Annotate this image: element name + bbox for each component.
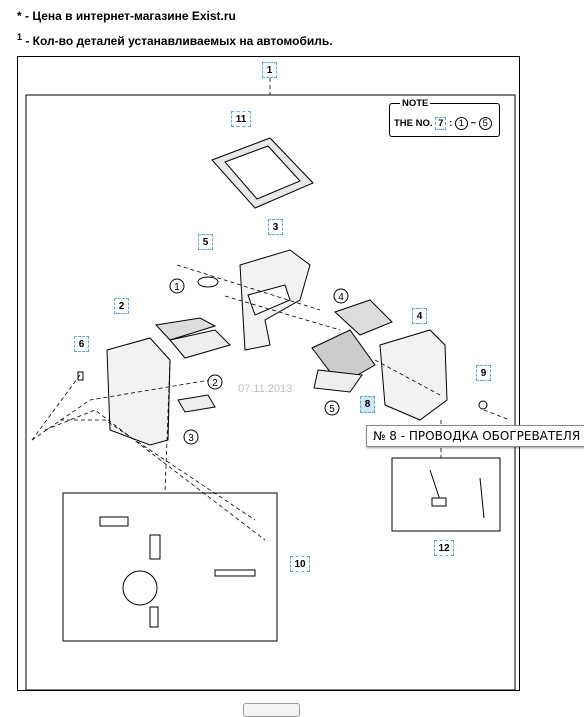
legend-price-note: * - Цена в интернет-магазине Exist.ru xyxy=(17,9,236,23)
callout-part-6[interactable]: 6 xyxy=(74,336,89,352)
bottom-button[interactable] xyxy=(243,703,300,717)
note-title: NOTE xyxy=(400,98,431,109)
part-tooltip: № 8 - ПРОВОДКА ОБОГРЕВАТЕЛЯ xyxy=(366,425,584,447)
callout-part-8[interactable]: 8 xyxy=(360,396,375,413)
callout-part-3[interactable]: 3 xyxy=(268,219,283,235)
circled-label: 1 xyxy=(174,282,180,293)
inner-frame xyxy=(25,94,516,691)
legend-quantity-note: 1 - Кол-во деталей устанавливаемых на ав… xyxy=(17,32,333,48)
legend-text: - Цена в интернет-магазине Exist.ru xyxy=(21,9,236,23)
circled-label: 5 xyxy=(329,404,335,415)
note-range-end: 5 xyxy=(478,117,492,130)
note-prefix: THE NO. xyxy=(394,118,433,129)
circled-label: 3 xyxy=(188,433,194,444)
legend-text: - Кол-во деталей устанавливаемых на авто… xyxy=(22,34,333,48)
note-range-start: 1 xyxy=(454,117,468,130)
circled-label: 2 xyxy=(212,378,218,389)
callout-part-9[interactable]: 9 xyxy=(476,365,491,381)
note-range-sep: ~ xyxy=(470,118,477,129)
note-line: THE NO. 7 : 1 ~ 5 xyxy=(394,117,492,130)
legend-mark: 1 xyxy=(17,32,23,42)
callout-part-1[interactable]: 1 xyxy=(262,62,277,78)
callout-part-4[interactable]: 4 xyxy=(412,308,427,324)
circled-labels: 1 2 3 4 5 xyxy=(169,278,349,445)
callout-part-12[interactable]: 12 xyxy=(434,540,454,556)
date-watermark: 07.11.2013 xyxy=(238,383,293,395)
legend-mark: * xyxy=(17,9,22,23)
leader-lines xyxy=(31,78,511,541)
circled-label: 4 xyxy=(338,292,344,303)
callout-part-10[interactable]: 10 xyxy=(290,556,310,572)
note-box: NOTE THE NO. 7 : 1 ~ 5 xyxy=(389,98,500,137)
callout-part-11[interactable]: 11 xyxy=(231,111,251,127)
callout-part-5[interactable]: 5 xyxy=(198,234,213,250)
assembly-drawing xyxy=(62,137,501,642)
callout-part-2[interactable]: 2 xyxy=(114,298,129,314)
note-ref: 7 xyxy=(435,117,447,130)
